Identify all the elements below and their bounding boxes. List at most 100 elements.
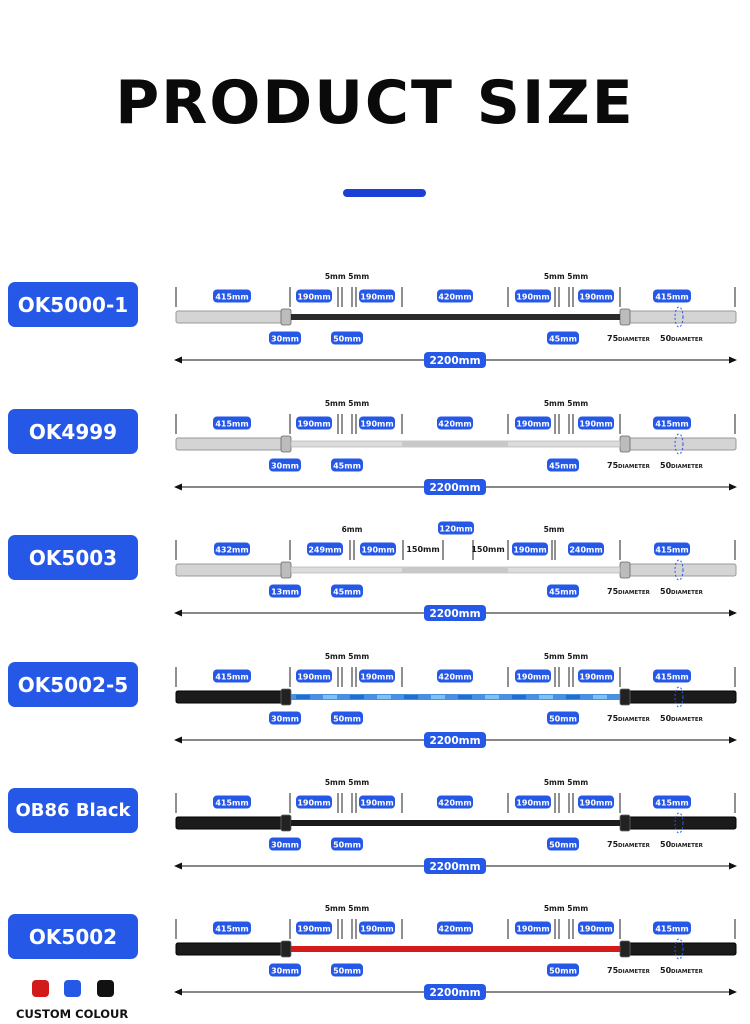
bottom-length-pill-text: 50mm <box>333 334 361 343</box>
bottom-length-pill-text: 30mm <box>271 461 299 470</box>
left-collar <box>280 688 292 706</box>
model-name-button[interactable]: OK5000-1 <box>8 282 138 327</box>
segment-length-pill: 190mm <box>578 416 614 430</box>
left-collar <box>280 561 292 579</box>
model-name-button[interactable]: OK5002-5 <box>8 662 138 707</box>
segment-length-pill: 190mm <box>578 921 614 935</box>
segment-length-pill-text: 190mm <box>360 924 393 933</box>
title-underline <box>343 189 426 197</box>
diameter-left-value: 75 <box>607 587 619 596</box>
small-gap-label: 5mm 5mm <box>544 778 588 787</box>
bottom-length-pill-text: 13mm <box>271 587 299 596</box>
bottom-length-pill-text: 50mm <box>333 714 361 723</box>
model-name-button[interactable]: OK4999 <box>8 409 138 454</box>
segment-length-pill: 415mm <box>653 669 691 683</box>
segment-length-pill-text: 190mm <box>361 545 394 554</box>
diameter-word: DIAMETER <box>618 969 651 975</box>
bottom-length-pill: 50mm <box>331 711 363 725</box>
right-collar <box>619 940 631 958</box>
model-name-button[interactable]: OB86 Black <box>8 788 138 833</box>
right-collar <box>619 561 631 579</box>
camo-patch <box>296 695 310 699</box>
camo-patch <box>512 695 526 699</box>
segment-length-pill: 415mm <box>213 289 251 303</box>
diameter-word: DIAMETER <box>671 717 704 723</box>
total-length-text: 2200mm <box>429 861 480 873</box>
bottom-length-pill: 50mm <box>331 331 363 345</box>
segment-length-pill-text: 190mm <box>579 292 612 301</box>
bottom-length-pill: 45mm <box>547 331 579 345</box>
segment-length-pill-text: 420mm <box>438 292 471 301</box>
segment-length-pill-text: 249mm <box>308 545 341 554</box>
red-swatch[interactable] <box>32 980 49 997</box>
segment-length-pill: 190mm <box>515 795 551 809</box>
right-sleeve <box>625 690 737 704</box>
segment-length-pill-text: 415mm <box>655 672 688 681</box>
right-sleeve <box>625 563 737 577</box>
diameter-word: DIAMETER <box>671 843 704 849</box>
blue-swatch[interactable] <box>64 980 81 997</box>
total-length-text: 2200mm <box>429 735 480 747</box>
segment-length-pill-text: 415mm <box>655 798 688 807</box>
segment-length-pill: 420mm <box>437 289 473 303</box>
total-length-pill: 2200mm <box>424 858 486 874</box>
segment-length-pill: 190mm <box>578 669 614 683</box>
right-sleeve <box>625 816 737 830</box>
right-sleeve <box>625 310 737 324</box>
segment-length-pill: 415mm <box>653 416 691 430</box>
bottom-length-pill: 30mm <box>269 711 301 725</box>
segment-length-pill: 415mm <box>213 795 251 809</box>
diameter-left-value: 75 <box>607 840 619 849</box>
center-length-pill-text: 120mm <box>439 524 472 533</box>
segment-length-pill-text: 432mm <box>215 545 248 554</box>
bottom-length-pill: 30mm <box>269 458 301 472</box>
segment-length-pill: 190mm <box>360 542 396 556</box>
bar-shaft <box>291 946 620 952</box>
camo-patch <box>566 695 580 699</box>
bar-shaft <box>291 694 620 700</box>
total-length-text: 2200mm <box>429 987 480 999</box>
custom-colour-legend: CUSTOM COLOUR <box>0 980 150 1024</box>
bottom-length-pill-text: 45mm <box>333 587 361 596</box>
camo-patch <box>539 695 553 699</box>
diameter-word: DIAMETER <box>618 590 651 596</box>
segment-length-pill-text: 415mm <box>655 545 688 554</box>
segment-length-pill-text: 420mm <box>438 672 471 681</box>
small-gap-label: 5mm <box>544 525 565 534</box>
bottom-length-pill: 30mm <box>269 963 301 977</box>
segment-length-pill: 190mm <box>296 289 332 303</box>
model-name-button[interactable]: OK5002 <box>8 914 138 959</box>
segment-length-pill: 420mm <box>437 921 473 935</box>
camo-patch <box>350 695 364 699</box>
total-length-text: 2200mm <box>429 355 480 367</box>
bottom-length-pill-text: 45mm <box>333 461 361 470</box>
barbell-image <box>175 559 737 581</box>
right-collar <box>619 435 631 453</box>
left-sleeve <box>175 563 285 577</box>
segment-length-pill-text: 190mm <box>297 924 330 933</box>
segment-length-pill: 415mm <box>654 542 690 556</box>
model-name-button[interactable]: OK5003 <box>8 535 138 580</box>
left-sleeve <box>175 310 285 324</box>
segment-length-pill: 240mm <box>568 542 604 556</box>
bottom-length-pill-text: 50mm <box>549 714 577 723</box>
barbell-image <box>175 306 737 328</box>
bottom-length-pill: 45mm <box>547 584 579 598</box>
right-collar <box>619 814 631 832</box>
small-gap-label: 5mm 5mm <box>544 904 588 913</box>
segment-length-pill-text: 190mm <box>579 419 612 428</box>
center-length-pill: 120mm <box>438 521 474 535</box>
bar-shaft <box>291 820 620 826</box>
black-swatch[interactable] <box>97 980 114 997</box>
segment-length-pill-text: 420mm <box>438 419 471 428</box>
small-gap-label: 5mm 5mm <box>325 272 369 281</box>
barbell-image <box>175 938 737 960</box>
center-knurl <box>402 441 508 447</box>
segment-length-pill: 190mm <box>359 289 395 303</box>
